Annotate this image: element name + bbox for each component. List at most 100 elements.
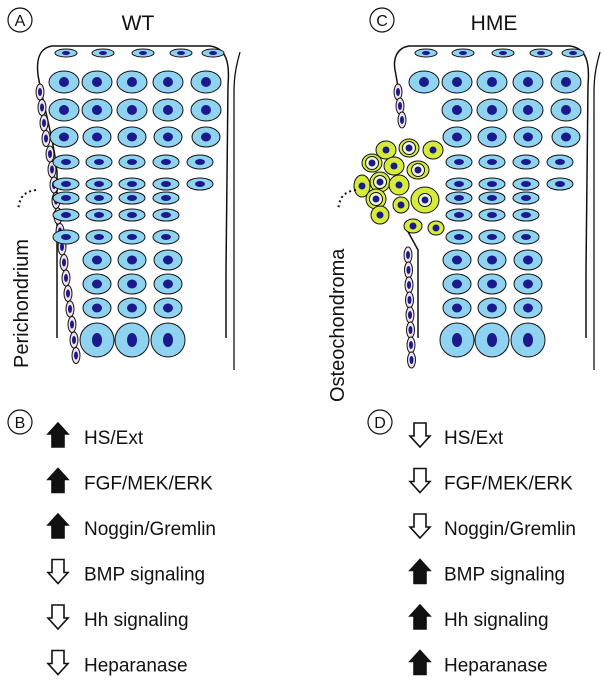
hme-perichondrium: [393, 83, 416, 369]
chondrocyte: [441, 70, 473, 94]
osteochondroma-leader-line: [337, 189, 357, 211]
perichondrial-cell: [395, 97, 405, 115]
perichondrium-leader-line: [17, 189, 37, 211]
osteochondroma-cell: [388, 174, 410, 196]
chondrocyte: [445, 229, 473, 245]
chondrocyte: [445, 191, 473, 205]
chondrocyte: [117, 273, 147, 295]
pathway-row: Hh signaling: [408, 603, 549, 631]
chondrocyte: [82, 126, 112, 148]
hme-bone-inner-line: [593, 51, 601, 370]
chondrocyte: [478, 154, 506, 170]
perichondrial-cell: [405, 291, 414, 309]
chondrocyte: [152, 229, 180, 245]
perichondrial-cell: [39, 114, 49, 132]
chondrocyte: [52, 191, 80, 205]
osteochondroma-cell: [369, 171, 391, 193]
arrow-down-icon: [408, 467, 432, 494]
osteochondroma-cells: [353, 138, 445, 236]
osteochondroma-cell: [392, 196, 410, 214]
panel-c-badge: C: [369, 7, 395, 33]
osteochondroma-cell: [353, 174, 371, 198]
panel-a-letter: A: [15, 13, 26, 30]
panel-c-letter: C: [376, 13, 388, 30]
chondrocyte: [513, 297, 543, 319]
osteochondroma-cell: [370, 205, 390, 225]
chondrocyte: [82, 297, 112, 319]
chondrocyte: [512, 70, 544, 94]
panel-a: A WT Perichondrium: [7, 7, 241, 370]
chondrocyte: [118, 229, 146, 245]
arrow-up-icon: [408, 558, 432, 585]
chondrocyte: [186, 154, 214, 170]
perichondrial-cell: [69, 331, 79, 349]
chondrocyte: [49, 126, 79, 148]
panel-a-title: WT: [122, 12, 155, 35]
wt-chondrocytes: [48, 48, 225, 358]
perichondrial-cell: [403, 246, 413, 264]
perichondrial-cell: [45, 145, 55, 163]
chondrocyte: [116, 70, 148, 94]
pathway-row: FGF/MEK/ERK: [46, 467, 213, 495]
chondrocyte: [512, 177, 540, 191]
arrow-up-icon: [46, 467, 70, 494]
arrow-down-icon: [408, 513, 432, 540]
chondrocyte: [118, 154, 146, 170]
chondrocyte: [477, 273, 507, 295]
chondrocyte: [91, 48, 115, 58]
arrow-up-icon: [46, 421, 70, 448]
pathway-label: Noggin/Gremlin: [84, 519, 216, 540]
chondrocyte: [510, 322, 546, 358]
perichondrial-cell: [397, 111, 407, 129]
chondrocyte: [546, 154, 574, 170]
chondrocyte: [82, 249, 112, 271]
chondrocyte: [513, 273, 543, 295]
chondrocyte: [117, 249, 147, 271]
chondrocyte: [478, 191, 506, 205]
pathway-label: BMP signaling: [444, 565, 565, 586]
chondrocyte: [153, 126, 183, 148]
chondrocyte: [442, 249, 472, 271]
panel-a-badge: A: [7, 7, 33, 33]
chondrocyte: [408, 70, 440, 94]
chondrocyte: [550, 98, 582, 122]
chondrocyte: [551, 126, 581, 148]
chondrocyte: [117, 126, 147, 148]
arrow-down-icon: [46, 604, 70, 631]
chondrocyte: [118, 177, 146, 191]
perichondrial-cell: [37, 99, 47, 116]
pathway-row: BMP signaling: [408, 558, 565, 586]
arrow-up-icon: [408, 603, 432, 630]
chondrocyte: [190, 70, 222, 94]
arrow-up-icon: [46, 512, 70, 539]
pathway-label: BMP signaling: [84, 565, 205, 586]
osteochondroma-cell: [361, 153, 383, 173]
perichondrial-cell: [65, 300, 75, 318]
osteochondroma-cell: [422, 140, 444, 160]
chondrocyte: [79, 322, 115, 358]
chondrocyte: [442, 273, 472, 295]
chondrocyte: [442, 126, 472, 148]
pathway-row: HS/Ext: [408, 422, 504, 449]
panel-c-title: HME: [471, 12, 518, 35]
perichondrial-cell: [71, 347, 81, 364]
pathway-label: Noggin/Gremlin: [444, 519, 576, 540]
chondrocyte: [85, 208, 113, 222]
chondrocyte: [445, 177, 473, 191]
pathway-label: HS/Ext: [444, 428, 504, 449]
chondrocyte: [512, 208, 540, 222]
perichondrial-cell: [404, 261, 413, 279]
perichondrial-cell: [405, 306, 415, 324]
chondrocyte: [512, 229, 540, 245]
wt-bone-inner-line: [233, 51, 241, 370]
perichondrial-cell: [404, 276, 414, 294]
chondrocyte: [477, 126, 507, 148]
chondrocyte: [118, 208, 146, 222]
chondrocyte: [85, 177, 113, 191]
pathway-row: BMP signaling: [46, 558, 205, 586]
chondrocyte: [477, 297, 507, 319]
chondrocyte: [85, 229, 113, 245]
osteochondroma-label: Osteochondroma: [327, 248, 349, 402]
